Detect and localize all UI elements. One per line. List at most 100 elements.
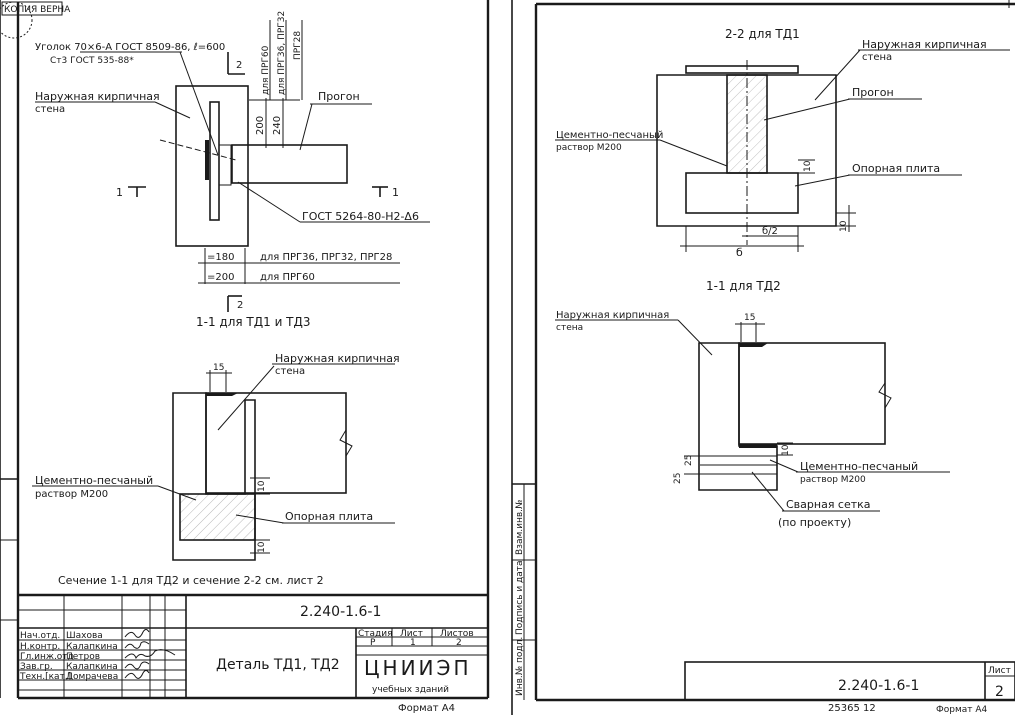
doc-code-right: 2.240-1.6-1	[838, 678, 919, 694]
dim-180: =180	[207, 252, 234, 263]
purlin-section	[205, 392, 347, 494]
format-right: Формат А4	[936, 705, 988, 715]
dim-b-half: б/2	[762, 226, 778, 237]
dim-10-right-a: 10	[803, 160, 813, 172]
wall-label-line2: стена	[35, 104, 65, 115]
dim-200-bottom: =200	[207, 272, 234, 283]
brick-wall-section-3	[698, 342, 778, 491]
section-mark-2-top: 2	[236, 60, 242, 71]
signature-1-icon	[124, 641, 150, 649]
view2-mortar-line2: раствор М200	[35, 489, 108, 500]
purlin-plan	[231, 144, 348, 184]
signature-4-icon	[124, 670, 150, 679]
view2-dim-10a: 10	[257, 480, 267, 492]
title-block-left: Нач.отд. Шахова Н.контр. Калапкина Гл.ин…	[18, 593, 488, 714]
mortar-line2-right: раствор М200	[556, 143, 622, 153]
mesh-label-line1: Сварная сетка	[786, 498, 871, 511]
view2-wall-line1-right: Наружная кирпичная	[556, 310, 669, 321]
dim-b: б	[736, 246, 743, 259]
stage-value-2: 2	[456, 638, 462, 648]
name-4: Домрачева	[66, 672, 118, 682]
org-name: ЦНИИЭП	[364, 656, 472, 680]
format-left: Формат А4	[398, 703, 455, 714]
dim-200: 200	[255, 116, 266, 135]
dim-25a: 25	[673, 473, 683, 484]
role-1: Н.контр.	[20, 642, 60, 652]
dim-240: 240	[272, 116, 283, 135]
stage-value-0: Р	[370, 638, 376, 648]
angle-note-line1: Уголок 70×6-А ГОСТ 8509-86, ℓ=600	[35, 42, 225, 53]
stamp-seal-icon	[0, 1, 33, 39]
name-1: Калапкина	[66, 642, 118, 652]
wall-label-line1-right: Наружная кирпичная	[862, 38, 987, 51]
signature-0-icon	[124, 629, 150, 638]
section-mark-1-left: 1	[116, 186, 123, 199]
view2-wall-label-line2: стена	[275, 366, 305, 377]
view2-wall-line2-right: стена	[556, 323, 583, 333]
side-label-1: Подпись и дата	[515, 560, 525, 635]
name-2: Петров	[66, 652, 100, 662]
role-2: Гл.инж.отд	[20, 652, 74, 662]
role-4: Техн.[кат.]	[19, 672, 71, 682]
stage-header-2: Листов	[440, 629, 474, 639]
section1-title: 1-1 для ТД2	[706, 279, 781, 293]
section-mark-1-right: 1	[392, 186, 399, 199]
dim-note-prg60: для ПРГ60	[261, 45, 271, 95]
role-0: Нач.отд.	[20, 631, 60, 641]
right-sheet: Инв.№ подл. Подпись и дата Взам.инв.№ 2-…	[511, 0, 1015, 715]
angle-corner-right	[739, 343, 768, 347]
stage-header-1: Лист	[400, 629, 423, 639]
purlin-label-right: Прогон	[852, 86, 894, 99]
view2-dim-15: 15	[213, 363, 224, 373]
view2-mortar-line1: Цементно-песчаный	[35, 474, 153, 487]
brick-wall-plan	[175, 85, 249, 247]
name-3: Калапкина	[66, 662, 118, 672]
sheet-title: Деталь ТД1, ТД2	[216, 657, 340, 673]
view2-wall-label-line1: Наружная кирпичная	[275, 352, 400, 365]
view1-title: 1-1 для ТД1 и ТД3	[196, 315, 311, 329]
name-0: Шахова	[66, 631, 103, 641]
wall-label-line1: Наружная кирпичная	[35, 90, 160, 103]
org-sub: учебных зданий	[372, 685, 449, 695]
dim-note-200: для ПРГ60	[260, 272, 315, 283]
mesh-label-line2: (по проекту)	[778, 516, 851, 529]
section-mark-2-bottom: 2	[237, 300, 243, 311]
dim-note-180: для ПРГ36, ПРГ32, ПРГ28	[260, 252, 392, 263]
angle-corner	[206, 393, 238, 396]
weld-note: ГОСТ 5264-80-Н2-Δ6	[302, 210, 419, 223]
side-label-0: Инв.№ подл.	[515, 637, 525, 696]
view2-mortar-line1-right: Цементно-песчаный	[800, 460, 918, 473]
stamp-box	[1, 1, 63, 16]
bottom-number: 25365 12	[828, 703, 876, 714]
bottom-note: Сечение 1-1 для ТД2 и сечение 2-2 см. ли…	[58, 574, 324, 587]
signature-2-icon	[124, 649, 176, 660]
dim-note-prg28: ПРГ28	[293, 31, 303, 60]
angle-profile	[209, 101, 220, 221]
side-label-2: Взам.инв.№	[515, 500, 525, 555]
title-block-right: Лист 2 2.240-1.6-1	[684, 661, 1015, 701]
dim-note-prg36: для ПРГ36, ПРГ32	[277, 11, 287, 95]
stage-value-1: 1	[410, 638, 416, 648]
wall-label-line2-right: стена	[862, 52, 892, 63]
angle-note-line2: Ст3 ГОСТ 535-88*	[50, 56, 134, 66]
view2-slab-label: Опорная плита	[285, 510, 373, 523]
signature-3-icon	[124, 661, 150, 670]
mortar-line1-right: Цементно-песчаный	[556, 130, 663, 141]
section2-title: 2-2 для ТД1	[725, 27, 800, 41]
top-plate	[685, 65, 799, 74]
doc-code-left: 2.240-1.6-1	[300, 604, 381, 620]
dim-25b: 25	[684, 455, 694, 466]
left-sheet: КОПИЯ ВЕРНА Уголок 70×6-А ГОСТ 8509-86, …	[0, 0, 490, 714]
role-3: Зав.гр.	[20, 662, 53, 672]
view2-dim-15-right: 15	[744, 313, 755, 323]
sheet-number-right: 2	[995, 684, 1004, 700]
purlin-label: Прогон	[318, 90, 360, 103]
stamp-text: КОПИЯ ВЕРНА	[4, 5, 71, 15]
view2-dim-10-right: 10	[781, 444, 791, 456]
purlin-section-right	[738, 342, 886, 445]
slab-label-right: Опорная плита	[852, 162, 940, 175]
sheet-header-right: Лист	[988, 666, 1011, 676]
dim-10-right-b: 10	[839, 220, 849, 232]
support-slab-2	[685, 172, 799, 214]
